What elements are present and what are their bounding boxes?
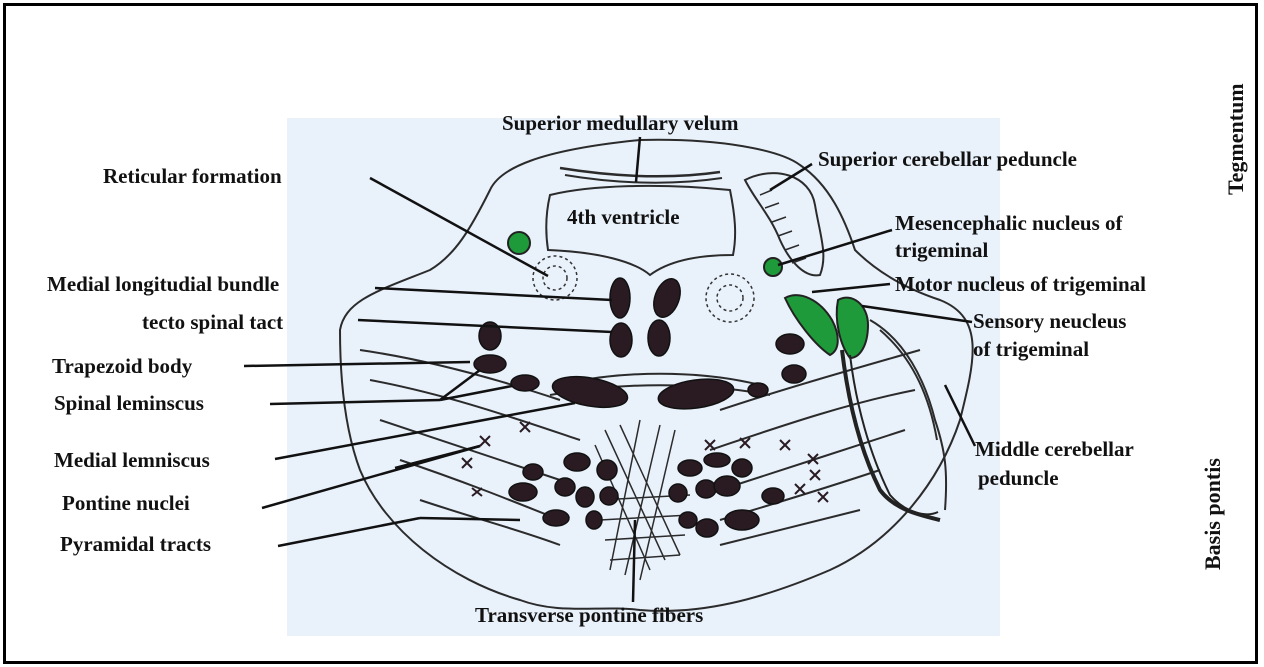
label-transverse-pontine-fibers: Transverse pontine fibers [475, 604, 703, 627]
label-mesencephalic-nucleus-line1: Mesencephalic nucleus of [895, 212, 1122, 235]
superior-medullary-velum [560, 168, 720, 176]
superior-cerebellar-peduncle [745, 173, 823, 275]
label-reticular-formation: Reticular formation [103, 165, 282, 188]
fourth-ventricle-outline [546, 186, 735, 275]
label-pontine-nuclei: Pontine nuclei [62, 492, 190, 515]
label-medial-longitudinal-bundle: Medial longitudial bundle [47, 273, 279, 296]
label-tegmentum: Tegmentum [1223, 83, 1249, 195]
label-medial-lemniscus: Medial lemniscus [54, 449, 210, 472]
label-sensory-nucleus-line2: of trigeminal [973, 338, 1089, 361]
label-spinal-lemniscus: Spinal leminscus [54, 392, 204, 415]
mesencephalic-nucleus-left [508, 232, 530, 254]
label-middle-cerebellar-peduncle-line1: Middle cerebellar [975, 438, 1134, 461]
tectospinal-tract-right [648, 320, 670, 356]
label-superior-medullary-velum: Superior medullary velum [502, 112, 738, 135]
label-pyramidal-tracts: Pyramidal tracts [60, 533, 211, 556]
label-mesencephalic-nucleus-line2: trigeminal [895, 239, 988, 262]
medial-longitudinal-bundle-right [649, 275, 685, 321]
medial-lemniscus-right [656, 375, 735, 413]
mesencephalic-nucleus-right [764, 258, 782, 276]
label-motor-nucleus-of-trigeminal: Motor nucleus of trigeminal [895, 273, 1146, 296]
label-sensory-nucleus-line1: Sensory neucleus [973, 310, 1126, 333]
label-trapezoid-body: Trapezoid body [52, 355, 192, 378]
medial-longitudinal-bundle-left [610, 278, 630, 318]
reticular-formation-cluster-right [706, 274, 754, 322]
label-basis-pontis: Basis pontis [1200, 458, 1226, 570]
label-fourth-ventricle: 4th ventricle [567, 206, 680, 229]
label-tecto-spinal-tract: tecto spinal tact [142, 311, 283, 334]
label-superior-cerebellar-peduncle: Superior cerebellar peduncle [818, 148, 1077, 171]
tectospinal-tract-left [610, 323, 632, 357]
reticular-formation-cluster-left [533, 256, 577, 300]
label-middle-cerebellar-peduncle-line2: peduncle [978, 467, 1059, 490]
